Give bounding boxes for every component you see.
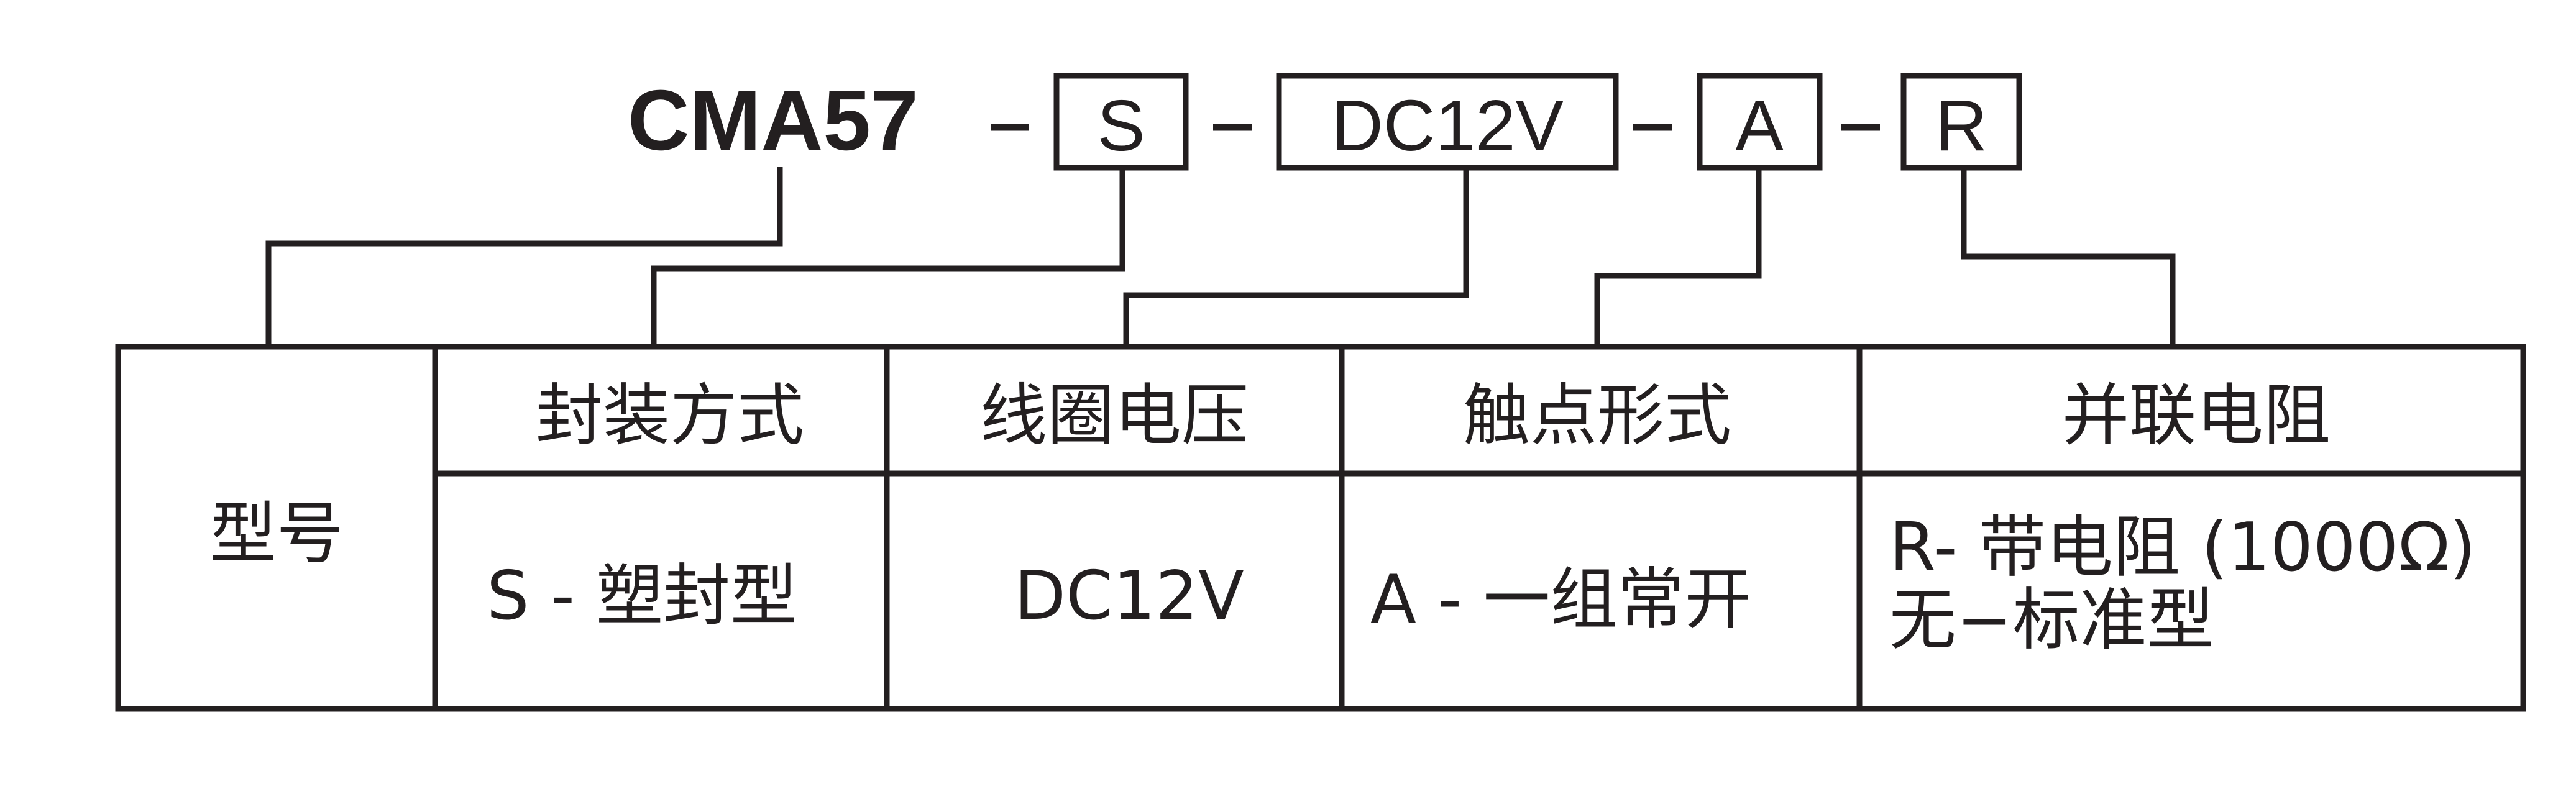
value-resistor-line2: 无−标准型: [1889, 582, 2214, 659]
value-packaging: S - 塑封型: [487, 557, 797, 635]
diagram-lines: [115, 73, 2526, 712]
header-packaging: 封装方式: [536, 377, 804, 455]
connector-resistor: [1961, 168, 2176, 347]
header-voltage: 线圈电压: [980, 377, 1249, 455]
code-packaging: S: [1097, 85, 1145, 166]
spec-table-border: [115, 344, 2526, 712]
model-label: 型号: [209, 495, 344, 573]
code-contact: A: [1735, 85, 1784, 166]
code-voltage: DC12V: [1331, 85, 1564, 166]
value-resistor-line1: R- 带电阻 (1000Ω): [1889, 509, 2476, 586]
connector-model: [265, 167, 783, 347]
code-resistor: R: [1935, 85, 1987, 166]
connector-voltage: [1123, 168, 1469, 347]
connector-contact: [1594, 168, 1762, 347]
model-code-base: CMA57: [628, 73, 919, 168]
connector-packaging: [651, 168, 1125, 347]
value-contact: A - 一组常开: [1370, 561, 1752, 639]
code-box-voltage: [1276, 73, 1619, 171]
header-resistor: 并联电阻: [2062, 377, 2331, 455]
header-contact: 触点形式: [1463, 377, 1731, 455]
value-voltage: DC12V: [1014, 557, 1244, 635]
